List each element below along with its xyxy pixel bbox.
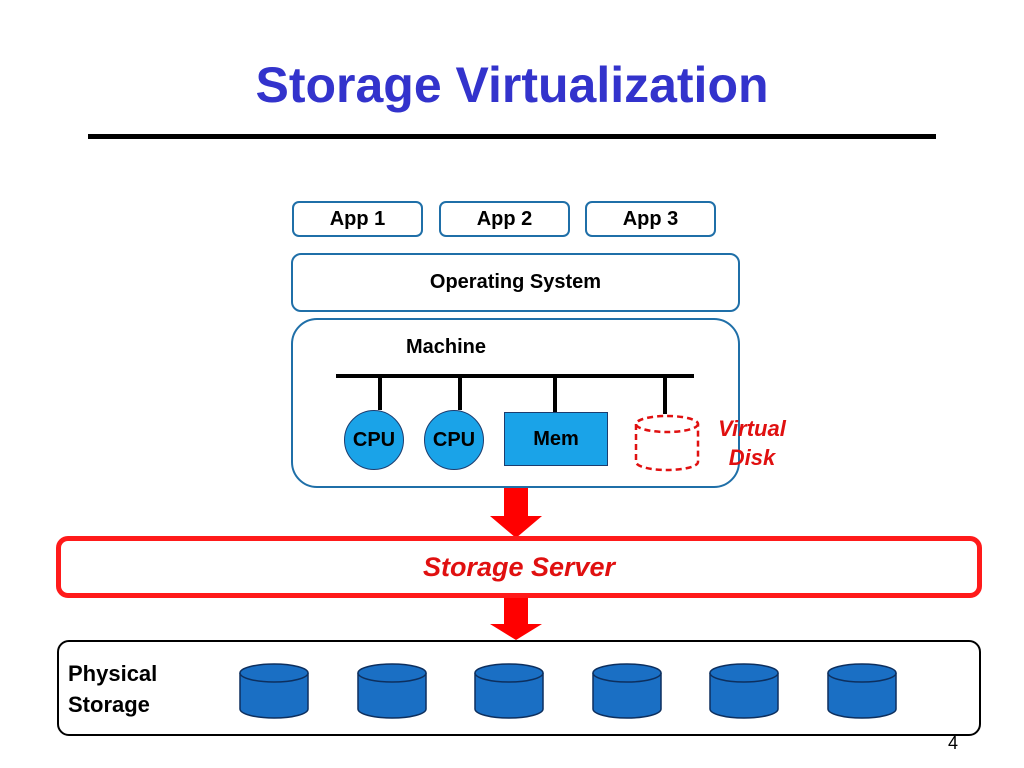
operating-system-box: Operating System [291, 253, 740, 312]
disk-icon [826, 663, 897, 719]
title-underline [88, 134, 936, 139]
virtual-disk-label: Virtual Disk [698, 414, 806, 472]
disk-icon [239, 663, 309, 719]
disk-icon [591, 663, 662, 719]
arrow-down-icon [490, 598, 542, 640]
bus-connector-mem [553, 376, 557, 412]
bus-connector-virtual-disk [663, 376, 667, 414]
machine-label: Machine [406, 336, 487, 358]
page-number: 4 [948, 733, 959, 753]
physical-storage-label-line-1: Physical [68, 661, 158, 686]
slide-title: Storage Virtualization [255, 57, 769, 113]
virtual-disk-label-line-1: Virtual [718, 416, 786, 441]
disk-icon [709, 663, 779, 719]
virtual-disk-icon [634, 414, 700, 472]
memory-box: Mem [504, 412, 608, 466]
virtual-disk-label-line-2: Disk [728, 445, 776, 470]
app-1-box: App 1 [292, 201, 423, 237]
cpu-1: CPU [344, 410, 404, 470]
physical-storage-label: Physical Storage [68, 658, 157, 720]
cpu-2: CPU [424, 410, 484, 470]
disk-icon [474, 663, 544, 719]
physical-storage-label-line-2: Storage [68, 692, 150, 717]
app-2-box: App 2 [439, 201, 570, 237]
system-bus [336, 374, 694, 378]
app-3-box: App 3 [585, 201, 716, 237]
disk-icon [356, 663, 427, 719]
arrow-down-icon [490, 488, 542, 538]
storage-server-box: Storage Server [56, 536, 982, 598]
bus-connector-cpu-2 [458, 376, 462, 410]
bus-connector-cpu-1 [378, 376, 382, 410]
